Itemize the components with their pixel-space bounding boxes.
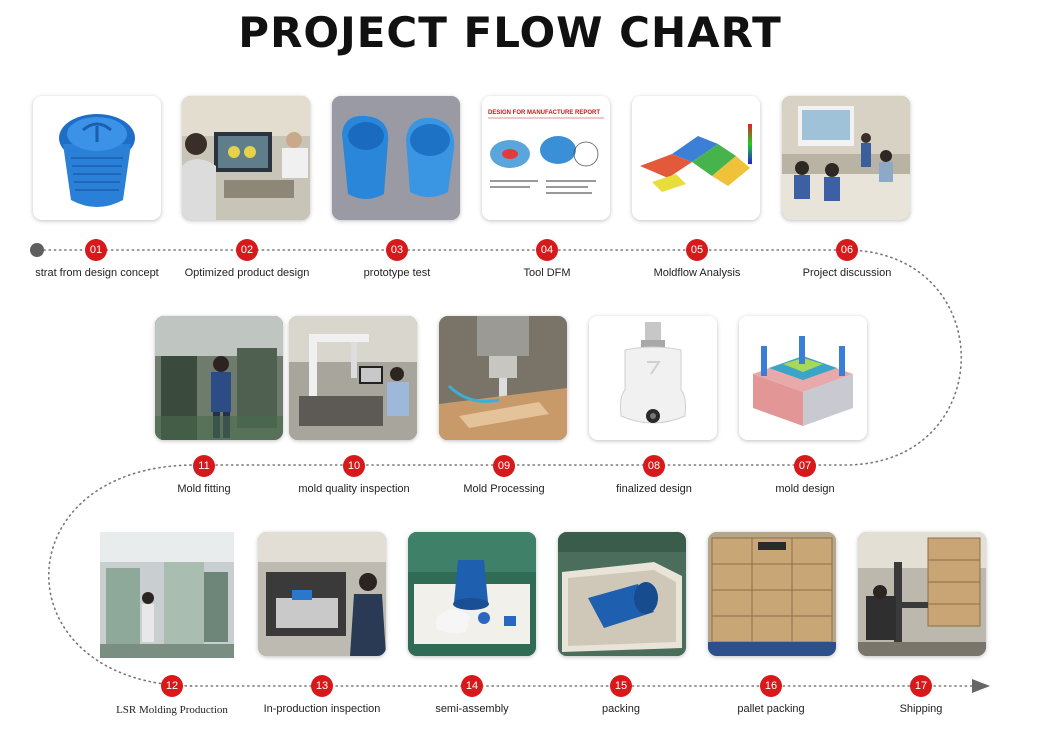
step-11-image xyxy=(155,316,283,440)
step-02-label: Optimized product design xyxy=(184,267,310,279)
step-03-badge: 03 xyxy=(386,239,408,261)
step-12-badge: 12 xyxy=(161,675,183,697)
step-06-image xyxy=(782,96,910,220)
step-17-label: Shipping xyxy=(899,703,943,715)
step-14-label: semi-assembly xyxy=(435,703,509,715)
step-07-label: mold design xyxy=(775,483,835,495)
step-15-label: packing xyxy=(602,703,640,715)
step-13-badge: 13 xyxy=(311,675,333,697)
step-08-image xyxy=(589,316,717,440)
dfm-report-title: DESIGN FOR MANUFACTURE REPORT xyxy=(488,110,600,116)
blue-cup-icon xyxy=(59,114,135,207)
step-01-badge: 01 xyxy=(85,239,107,261)
forklift-photo xyxy=(858,532,986,656)
step-11-label: Mold fitting xyxy=(177,483,231,495)
mold-3d-image xyxy=(739,316,867,440)
workshop-photo xyxy=(155,316,283,440)
step-17-image xyxy=(858,532,986,656)
step-04-badge: 04 xyxy=(536,239,558,261)
pallet-cartons-photo xyxy=(708,532,836,656)
cmm-inspection-photo xyxy=(289,316,417,440)
step-16-image xyxy=(708,532,836,656)
step-16-badge: 16 xyxy=(760,675,782,697)
step-10-image xyxy=(289,316,417,440)
molding-machine-photo xyxy=(100,532,234,658)
step-12-image xyxy=(100,532,234,658)
white-product-image xyxy=(589,316,717,440)
packing-box-photo xyxy=(558,532,686,656)
step-17-badge: 17 xyxy=(910,675,932,697)
meeting-photo xyxy=(782,96,910,220)
page-title: PROJECT FLOW CHART xyxy=(238,8,782,57)
step-03-label: prototype test xyxy=(363,267,431,279)
step-05-image xyxy=(632,96,760,220)
step-12-label: LSR Molding Production xyxy=(116,704,228,716)
step-14-image xyxy=(408,532,536,656)
step-14-badge: 14 xyxy=(461,675,483,697)
step-09-label: Mold Processing xyxy=(463,483,545,495)
inspection-station-photo xyxy=(258,532,386,656)
step-01-image xyxy=(33,96,161,220)
step-02-image xyxy=(182,96,310,220)
prototype-parts-photo xyxy=(332,96,460,220)
step-04-label: Tool DFM xyxy=(523,267,571,279)
step-08-badge: 08 xyxy=(643,455,665,477)
step-10-label: mold quality inspection xyxy=(298,483,410,495)
design-office-photo xyxy=(182,96,310,220)
step-07-badge: 07 xyxy=(794,455,816,477)
cnc-machining-photo xyxy=(439,316,567,440)
dfm-report-image: DESIGN FOR MANUFACTURE REPORT xyxy=(482,96,610,220)
step-06-label: Project discussion xyxy=(802,267,892,279)
assembly-photo xyxy=(408,532,536,656)
step-03-image xyxy=(332,96,460,220)
step-01-label: strat from design concept xyxy=(35,267,159,279)
step-07-image xyxy=(739,316,867,440)
step-02-badge: 02 xyxy=(236,239,258,261)
step-16-label: pallet packing xyxy=(737,703,805,715)
moldflow-image xyxy=(632,96,760,220)
step-08-label: finalized design xyxy=(616,483,692,495)
step-09-image xyxy=(439,316,567,440)
step-05-label: Moldflow Analysis xyxy=(653,267,741,279)
step-10-badge: 10 xyxy=(343,455,365,477)
step-09-badge: 09 xyxy=(493,455,515,477)
step-13-image xyxy=(258,532,386,656)
step-15-image xyxy=(558,532,686,656)
step-04-image: DESIGN FOR MANUFACTURE REPORT xyxy=(482,96,610,220)
start-dot xyxy=(30,243,44,257)
step-15-badge: 15 xyxy=(610,675,632,697)
step-13-label: In-production inspection xyxy=(263,703,381,715)
step-06-badge: 06 xyxy=(836,239,858,261)
step-11-badge: 11 xyxy=(193,455,215,477)
step-05-badge: 05 xyxy=(686,239,708,261)
